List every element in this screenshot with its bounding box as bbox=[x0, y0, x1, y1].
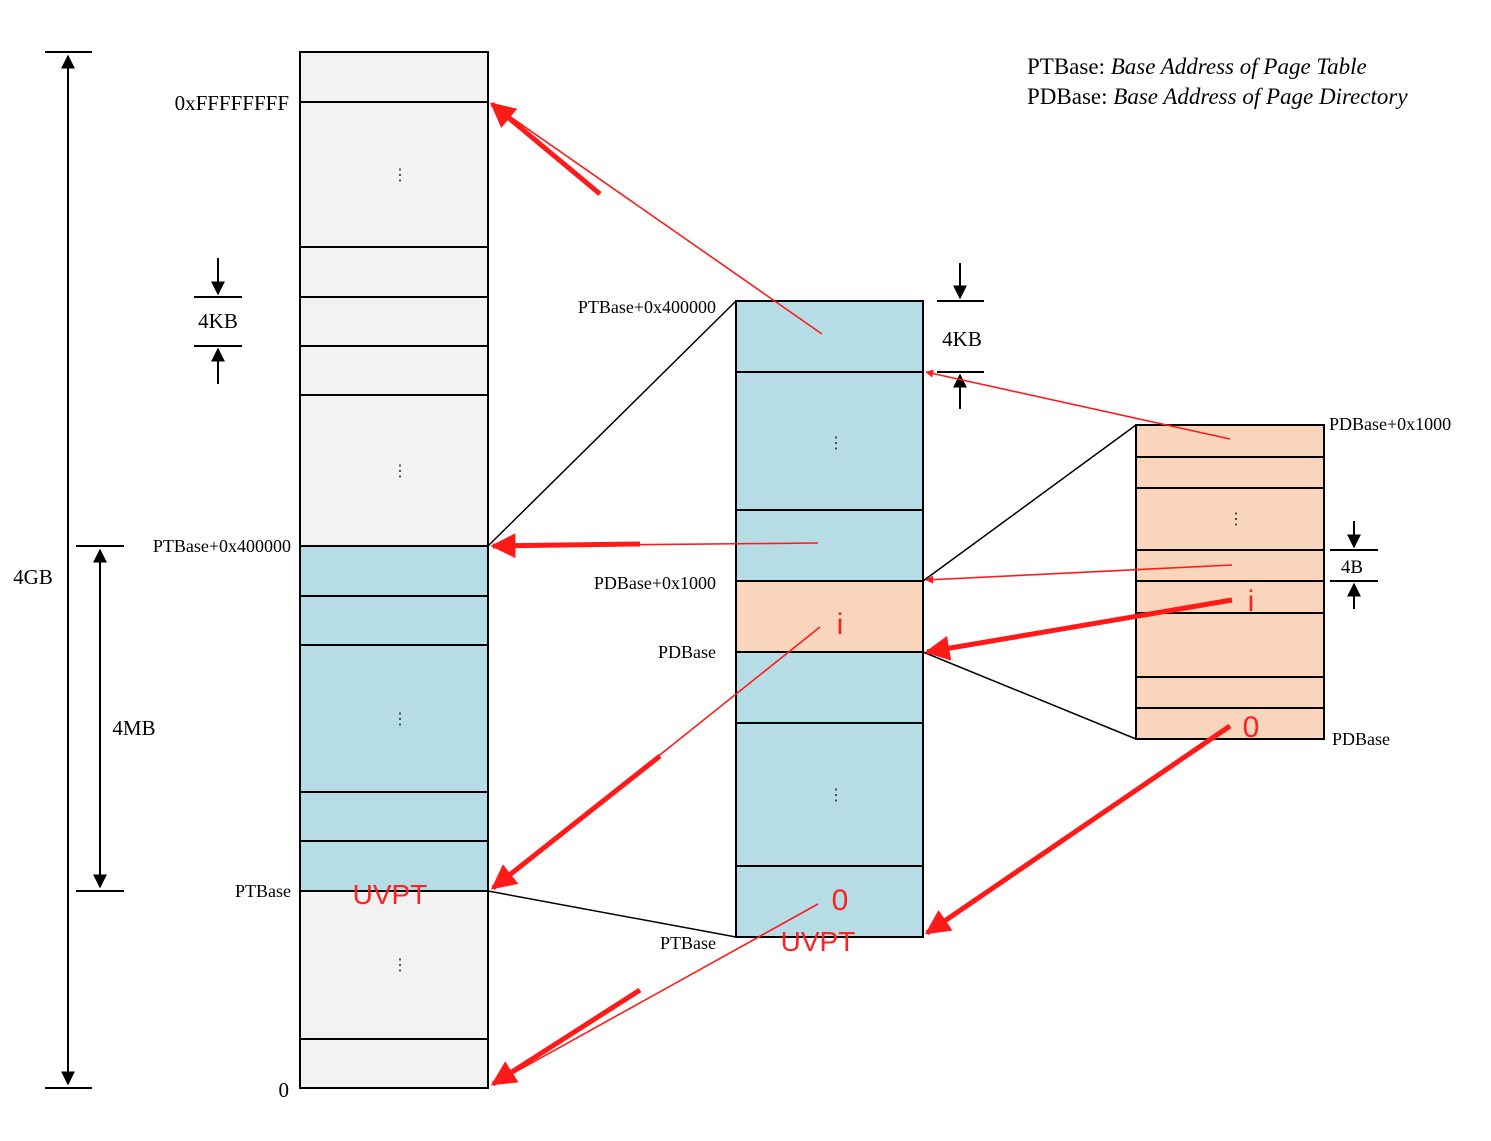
page-table-column: ⋮ ⋮ PTBase+0x400000 PDBase+0x1000 PDBase… bbox=[578, 297, 924, 957]
arrow-pd-i-to-pd-base bbox=[924, 597, 1233, 661]
size-4kb-left-dimension: 4KB bbox=[194, 258, 242, 384]
mid-pd-top-label: PDBase+0x1000 bbox=[594, 573, 716, 593]
mid-entry-i-label: i bbox=[837, 608, 844, 641]
size-4kb-mid-dimension: 4KB bbox=[937, 263, 984, 409]
legend-pd: PDBase: Base Address of Page Directory bbox=[1027, 84, 1408, 109]
zoom-projection-lines bbox=[487, 300, 1137, 938]
right-entry-i-label: i bbox=[1248, 585, 1255, 618]
arrow-pd-entry-to-pd-top bbox=[925, 564, 1233, 584]
address-top-label: 0xFFFFFFFF bbox=[175, 91, 289, 115]
left-pt-top-label: PTBase+0x400000 bbox=[153, 536, 291, 556]
right-pd-top-label: PDBase+0x1000 bbox=[1329, 414, 1451, 434]
size-4mb-dimension: 4MB bbox=[76, 545, 156, 892]
mid-pt-bottom-label: PTBase bbox=[660, 933, 716, 953]
size-4gb-dimension: 4GB bbox=[8, 51, 92, 1089]
legend-pt-value: Base Address of Page Table bbox=[1111, 54, 1367, 79]
legend: PTBase: Base Address of Page Table PDBas… bbox=[1027, 54, 1408, 109]
arrow-entry-i-head bbox=[491, 754, 662, 890]
legend-pd-key: PDBase bbox=[1027, 84, 1101, 109]
right-entry-0-label: 0 bbox=[1243, 711, 1260, 744]
size-4kb-mid-label: 4KB bbox=[942, 327, 982, 351]
page-directory-column: ⋮ PDBase+0x1000 PDBase i 0 bbox=[1135, 414, 1451, 749]
arrow-pt-top-head bbox=[490, 102, 602, 196]
legend-pt: PTBase: Base Address of Page Table bbox=[1027, 54, 1367, 79]
size-4mb-label: 4MB bbox=[112, 716, 155, 740]
legend-pt-key: PTBase bbox=[1027, 54, 1099, 79]
arrow-pt-top-to-high-memory bbox=[491, 103, 823, 335]
ellipsis-gray-top: ⋮ bbox=[392, 167, 408, 184]
mapping-arrows bbox=[490, 102, 1233, 1087]
size-4gb-label: 4GB bbox=[13, 565, 53, 589]
arrow-pd-top-to-pt bbox=[925, 369, 1231, 440]
size-4b-dimension: 4B bbox=[1330, 521, 1378, 609]
virtual-address-space-column: ⋮ ⋮ ⋮ ⋮ 0xFFFFFFFF PTBase+0x400000 PTBas… bbox=[153, 51, 489, 1102]
ellipsis-page-table-bottom: ⋮ bbox=[828, 787, 844, 804]
arrow-pt-mid-head bbox=[490, 533, 641, 559]
address-zero-label: 0 bbox=[279, 1078, 290, 1102]
left-pt-bottom-label: PTBase bbox=[235, 881, 291, 901]
mid-uvpt-label: UVPT bbox=[781, 926, 856, 957]
arrow-entry-0-head bbox=[490, 987, 642, 1087]
right-pd-bottom-label: PDBase bbox=[1332, 729, 1390, 749]
ellipsis-blue: ⋮ bbox=[392, 711, 408, 728]
legend-pd-value: Base Address of Page Directory bbox=[1113, 84, 1408, 109]
mid-entry-0-label: 0 bbox=[832, 884, 849, 917]
ellipsis-gray-mid: ⋮ bbox=[392, 463, 408, 480]
ellipsis-page-directory: ⋮ bbox=[1228, 511, 1244, 528]
ellipsis-gray-bottom: ⋮ bbox=[392, 957, 408, 974]
left-uvpt-label: UVPT bbox=[353, 879, 428, 910]
arrow-entry-0-to-zero bbox=[491, 903, 819, 1086]
mid-pt-top-label: PTBase+0x400000 bbox=[578, 297, 716, 317]
size-4b-label: 4B bbox=[1341, 557, 1363, 578]
size-4kb-left-label: 4KB bbox=[198, 309, 238, 333]
mid-pd-bottom-label: PDBase bbox=[658, 642, 716, 662]
arrow-pd-0-to-pt-base bbox=[924, 723, 1232, 936]
ellipsis-page-table-top: ⋮ bbox=[828, 435, 844, 452]
